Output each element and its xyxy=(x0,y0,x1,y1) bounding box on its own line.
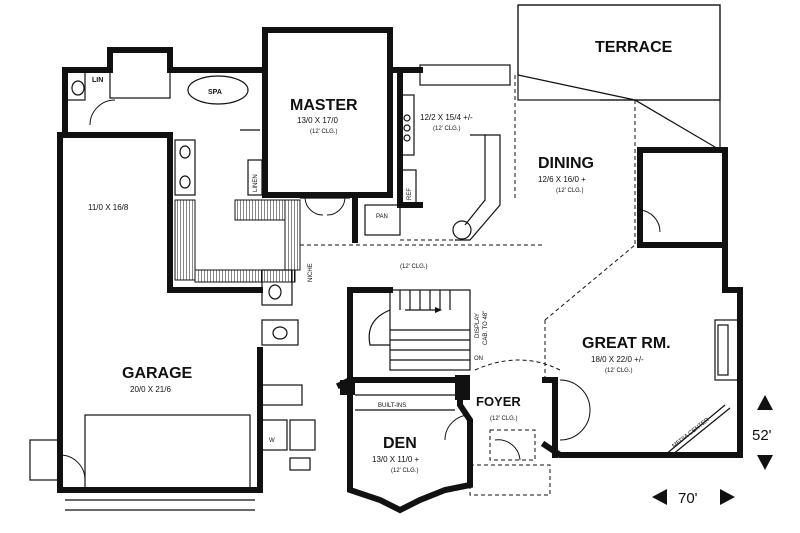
terrace xyxy=(517,4,721,152)
cab-label: CAB. TO 48" xyxy=(483,311,489,345)
arrow-left-icon xyxy=(652,489,667,505)
arrow-down-icon xyxy=(757,455,773,470)
linen-label: LINEN xyxy=(253,174,259,192)
storage-size: 11/0 X 16/8 xyxy=(88,203,129,212)
foyer xyxy=(340,359,591,496)
great-room xyxy=(544,99,741,456)
kitchen-size: 12/2 X 15/4 +/- xyxy=(420,113,473,122)
garage-size: 20/0 X 21/6 xyxy=(130,385,171,394)
den-size: 13/0 X 11/0 + xyxy=(372,455,420,464)
width-label: 70' xyxy=(678,490,698,507)
stairs xyxy=(347,287,471,371)
master-ceiling: (12' CLG.) xyxy=(310,129,338,135)
dining-size: 12/6 X 16/0 + xyxy=(538,175,586,184)
washer-label: W xyxy=(269,438,275,444)
foyer-ceiling: (12' CLG.) xyxy=(490,416,518,422)
kitchen xyxy=(364,64,516,241)
great-room-ceiling: (12' CLG.) xyxy=(605,368,633,374)
foyer-label: FOYER xyxy=(476,394,521,409)
ref-label: REF xyxy=(407,188,413,200)
den-ceiling: (12' CLG.) xyxy=(391,468,419,474)
master-bath xyxy=(64,49,263,196)
depth-label: 52' xyxy=(752,427,772,444)
garage-label: GARAGE xyxy=(122,365,193,382)
display-label: DISPLAY xyxy=(475,313,481,338)
master-label: MASTER xyxy=(290,97,358,114)
niche-label: NICHE xyxy=(308,263,314,282)
arrow-right-icon xyxy=(720,489,735,505)
great-room-size: 18/0 X 22/0 +/- xyxy=(591,355,644,364)
great-room-label: GREAT RM. xyxy=(582,335,671,352)
terrace-label: TERRACE xyxy=(595,39,673,56)
half-bath xyxy=(261,269,316,471)
hall-ceiling: (12' CLG.) xyxy=(400,264,428,270)
lin-label: LIN xyxy=(92,77,103,84)
master-size: 13/0 X 17/0 xyxy=(297,116,338,125)
stair-treads xyxy=(390,290,470,361)
dining-ceiling: (12' CLG.) xyxy=(556,188,584,194)
garage xyxy=(29,132,263,511)
on-label: ON xyxy=(474,356,483,362)
depth-dimension: 52' xyxy=(752,395,773,470)
master-doors xyxy=(300,192,545,246)
kitchen-ceiling: (12' CLG.) xyxy=(433,126,461,132)
width-dimension: 70' xyxy=(652,489,735,507)
arrow-up-icon xyxy=(757,395,773,410)
dining-label: DINING xyxy=(538,155,594,172)
media-center-label: MEDIA CENTER xyxy=(672,417,712,450)
spa-label: SPA xyxy=(208,89,222,96)
built-ins-label: BUILT-INS xyxy=(378,403,406,409)
den-label: DEN xyxy=(383,435,417,452)
den xyxy=(355,394,455,411)
closets xyxy=(174,199,301,283)
pan-label: PAN xyxy=(376,214,388,220)
